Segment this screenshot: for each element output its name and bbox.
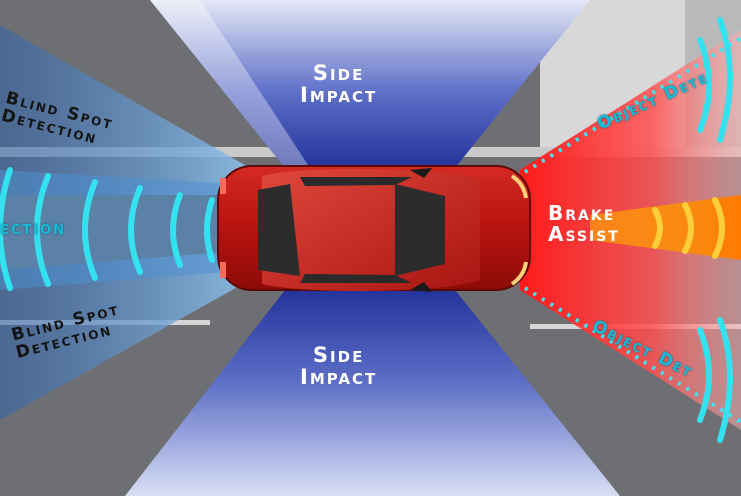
- brake-assist-label: Brake Assist: [548, 203, 620, 245]
- sensor-wave-icon: [0, 167, 215, 291]
- side-impact-top-line2: Impact: [300, 83, 378, 108]
- side-impact-top-edge: [150, 0, 310, 168]
- sensor-wave-icon: [697, 17, 733, 443]
- blind-spot-bottom-zone: [0, 250, 250, 420]
- side-impact-bottom-zone: [125, 290, 620, 496]
- brake-assist-line1: Brake: [548, 201, 616, 225]
- car-top-view-icon: [217, 165, 531, 292]
- side-impact-top-line1: Side: [312, 61, 365, 85]
- sensor-wave-icon: [652, 197, 725, 259]
- side-impact-bottom-label: Side Impact: [300, 344, 377, 388]
- brake-assist-line2: Assist: [548, 222, 620, 246]
- rear-detection-label: ection: [0, 217, 67, 239]
- side-impact-top-zone: [150, 0, 590, 168]
- forward-beam: [590, 195, 741, 260]
- blind-spot-rear-zone: [0, 170, 250, 290]
- side-impact-bottom-line2: Impact: [300, 365, 378, 390]
- side-impact-top-label: Side Impact: [300, 62, 377, 106]
- blind-spot-top-zone: [0, 25, 250, 195]
- side-impact-bottom-line1: Side: [312, 343, 365, 367]
